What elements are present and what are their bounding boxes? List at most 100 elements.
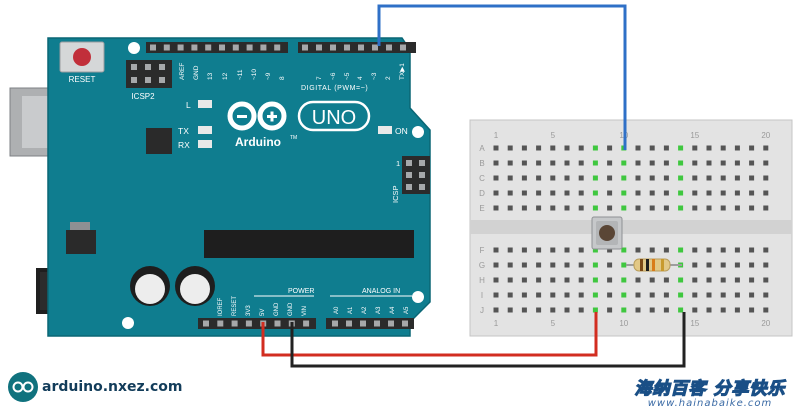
breadboard-hole[interactable] [692,247,698,253]
breadboard-hole[interactable] [678,292,684,298]
breadboard-hole[interactable] [706,190,712,196]
breadboard-hole[interactable] [635,277,641,283]
breadboard-hole[interactable] [649,205,655,211]
breadboard-hole[interactable] [663,160,669,166]
breadboard-hole[interactable] [692,205,698,211]
breadboard-hole[interactable] [734,145,740,151]
breadboard-hole[interactable] [678,205,684,211]
breadboard-hole[interactable] [493,247,499,253]
breadboard-hole[interactable] [649,190,655,196]
breadboard-hole[interactable] [720,145,726,151]
breadboard-hole[interactable] [649,175,655,181]
header-pin[interactable] [163,44,170,51]
breadboard-hole[interactable] [720,292,726,298]
breadboard-hole[interactable] [720,262,726,268]
breadboard-hole[interactable] [578,145,584,151]
breadboard-hole[interactable] [564,190,570,196]
breadboard-hole[interactable] [763,277,769,283]
breadboard-hole[interactable] [521,160,527,166]
breadboard-hole[interactable] [507,292,513,298]
breadboard-hole[interactable] [564,145,570,151]
header-pin[interactable] [316,44,322,51]
header-pin[interactable] [388,320,394,327]
breadboard-hole[interactable] [720,277,726,283]
breadboard-hole[interactable] [734,277,740,283]
breadboard-hole[interactable] [578,175,584,181]
header-pin[interactable] [231,320,238,327]
breadboard-hole[interactable] [734,190,740,196]
breadboard-hole[interactable] [749,262,755,268]
breadboard-hole[interactable] [749,205,755,211]
breadboard-hole[interactable] [706,277,712,283]
breadboard-hole[interactable] [607,160,613,166]
push-button-cap[interactable] [599,225,615,241]
breadboard-hole[interactable] [763,175,769,181]
breadboard-hole[interactable] [493,307,499,313]
breadboard-hole[interactable] [493,175,499,181]
breadboard-hole[interactable] [578,247,584,253]
header-pin[interactable] [191,44,198,51]
breadboard-hole[interactable] [521,145,527,151]
breadboard-hole[interactable] [507,160,513,166]
breadboard-hole[interactable] [635,160,641,166]
breadboard-hole[interactable] [507,262,513,268]
breadboard-hole[interactable] [734,262,740,268]
breadboard-hole[interactable] [649,160,655,166]
breadboard-hole[interactable] [663,307,669,313]
header-pin[interactable] [150,44,156,51]
breadboard-hole[interactable] [763,160,769,166]
breadboard-hole[interactable] [720,247,726,253]
breadboard-hole[interactable] [550,247,556,253]
breadboard-hole[interactable] [678,247,684,253]
header-pin[interactable] [203,320,209,327]
breadboard-hole[interactable] [578,160,584,166]
breadboard-hole[interactable] [649,277,655,283]
breadboard-hole[interactable] [706,160,712,166]
breadboard-hole[interactable] [763,190,769,196]
breadboard-hole[interactable] [550,292,556,298]
breadboard-hole[interactable] [706,145,712,151]
breadboard-hole[interactable] [493,205,499,211]
breadboard-hole[interactable] [649,292,655,298]
push-button[interactable] [591,216,623,250]
header-pin[interactable] [177,44,184,51]
breadboard-hole[interactable] [749,190,755,196]
breadboard-hole[interactable] [749,292,755,298]
breadboard-hole[interactable] [592,277,598,283]
breadboard-hole[interactable] [749,247,755,253]
breadboard-hole[interactable] [507,190,513,196]
breadboard-hole[interactable] [734,205,740,211]
header-pin[interactable] [303,320,310,327]
breadboard-hole[interactable] [663,247,669,253]
header-pin[interactable] [260,44,267,51]
breadboard-hole[interactable] [607,307,613,313]
breadboard-hole[interactable] [706,175,712,181]
breadboard-hole[interactable] [521,175,527,181]
breadboard-hole[interactable] [720,205,726,211]
breadboard-hole[interactable] [507,205,513,211]
header-pin[interactable] [400,44,406,51]
breadboard-hole[interactable] [720,190,726,196]
breadboard-hole[interactable] [536,190,542,196]
breadboard-hole[interactable] [536,205,542,211]
breadboard-hole[interactable] [663,190,669,196]
breadboard-hole[interactable] [536,247,542,253]
breadboard-hole[interactable] [635,247,641,253]
breadboard-hole[interactable] [493,190,499,196]
breadboard-hole[interactable] [592,175,598,181]
breadboard-hole[interactable] [749,307,755,313]
breadboard-hole[interactable] [550,190,556,196]
breadboard-hole[interactable] [763,292,769,298]
breadboard-hole[interactable] [692,292,698,298]
breadboard-hole[interactable] [749,175,755,181]
breadboard-hole[interactable] [749,277,755,283]
header-pin[interactable] [374,320,380,327]
breadboard-hole[interactable] [649,307,655,313]
breadboard-hole[interactable] [678,277,684,283]
breadboard-hole[interactable] [521,247,527,253]
breadboard-hole[interactable] [720,160,726,166]
breadboard-hole[interactable] [763,145,769,151]
breadboard-hole[interactable] [550,307,556,313]
breadboard-hole[interactable] [734,307,740,313]
header-pin[interactable] [330,44,336,51]
